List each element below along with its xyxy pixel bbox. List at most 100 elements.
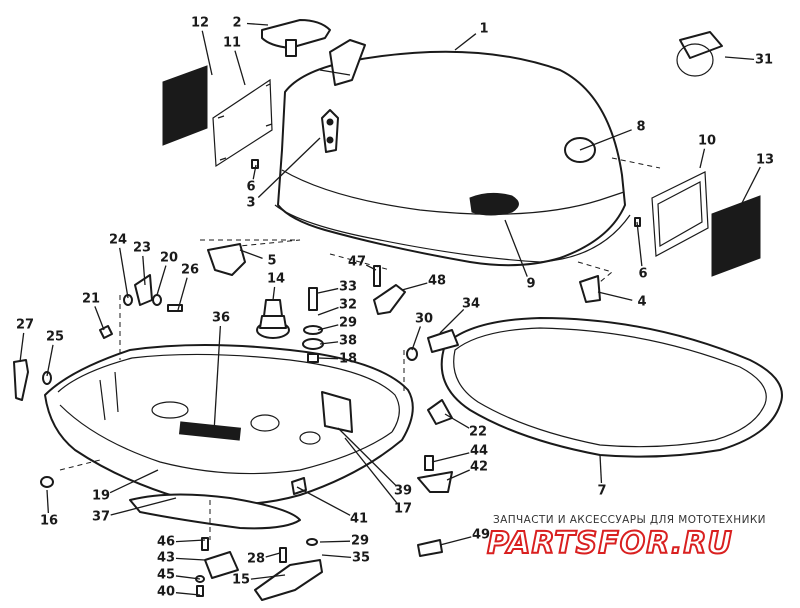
callout-number-19: 19 [92,489,110,504]
callout-leader-34 [439,309,465,334]
callout-leader-23 [142,255,146,286]
callout-leader-38 [319,341,339,345]
callout-number-29b: 29 [351,534,369,549]
callout-number-21: 21 [82,292,100,307]
callout-number-28: 28 [247,552,265,567]
engine-cover-upper [274,39,631,267]
callout-number-23: 23 [133,241,151,256]
callout-number-32: 32 [339,298,357,313]
callout-leader-2 [246,22,269,26]
callout-leader-31 [724,56,755,61]
callout-leader-5 [239,249,263,260]
callout-leader-20 [156,265,167,296]
callout-number-8: 8 [636,120,645,135]
callout-number-18: 18 [339,352,357,367]
callout-leader-7 [599,454,603,484]
callout-number-6a: 6 [246,180,255,195]
lower-cover-pan [44,344,414,506]
callout-number-27: 27 [16,318,34,333]
callout-leader-29a [317,324,339,331]
callout-number-42: 42 [470,460,488,475]
callout-leader-8 [579,129,632,151]
banner-caption: ЗАПЧАСТИ И АКСЕССУАРЫ ДЛЯ МОТОТЕХНИКИ [493,514,766,526]
callout-leader-12 [201,30,213,76]
callout-number-33: 33 [339,280,357,295]
cover-cap [261,19,331,57]
callout-labels: 1234566789101112131415161718192021222324… [16,16,774,600]
callout-leader-6b [636,221,643,267]
callout-number-7: 7 [597,484,606,499]
callout-number-35: 35 [352,551,370,566]
callout-number-34: 34 [462,297,480,312]
callout-number-29a: 29 [339,316,357,331]
callout-number-12: 12 [191,16,209,31]
grommet-stack [256,287,324,363]
callout-leader-29b [319,540,351,543]
callout-leader-48 [401,282,428,291]
callout-leader-30 [411,326,422,351]
callout-leader-45 [175,575,201,580]
side-panel-left [162,65,273,168]
callout-leader-28 [265,552,281,558]
callout-number-14: 14 [267,272,285,287]
callout-leader-49 [439,536,472,546]
callout-number-39: 39 [394,484,412,499]
callout-leader-24 [119,247,129,299]
callout-number-41: 41 [350,512,368,527]
callout-leader-26 [177,277,188,311]
callout-leader-19 [109,469,159,494]
callout-number-5: 5 [267,254,276,269]
callout-leader-11 [234,50,246,86]
callout-number-30: 30 [415,312,433,327]
callout-number-43: 43 [157,551,175,566]
callout-number-20: 20 [160,251,178,266]
callout-leader-37 [110,497,177,516]
lower-latch-plate [129,493,323,601]
callout-leader-22 [444,413,470,429]
callout-number-15: 15 [232,573,250,588]
callout-number-47: 47 [348,255,366,270]
callout-leader-47 [365,264,377,271]
callout-number-46: 46 [157,535,175,550]
callout-leader-6a [252,164,257,180]
callout-leader-35 [321,554,352,559]
callout-leader-16 [46,489,50,514]
callout-leader-46 [175,539,206,543]
assembly-guide-lines [59,157,661,540]
callout-number-2: 2 [232,16,241,31]
callout-number-17: 17 [394,502,412,517]
callout-number-10: 10 [698,134,716,149]
callout-number-1: 1 [479,22,488,37]
callout-number-49: 49 [472,528,490,543]
callout-leader-25 [46,344,54,377]
callout-leader-43 [175,557,206,561]
callout-leader-14 [272,286,276,301]
callout-leader-39 [337,427,397,486]
callout-leaders [19,22,761,596]
callout-number-6b: 6 [638,267,647,282]
callout-leader-27 [19,332,25,363]
callout-number-22: 22 [469,425,487,440]
callout-leader-44 [431,452,470,463]
callout-number-48: 48 [428,274,446,289]
callout-number-45: 45 [157,568,175,583]
callout-leader-42 [446,469,470,481]
callout-number-37: 37 [92,510,110,525]
gasket-seal [440,317,783,458]
callout-number-36: 36 [212,311,230,326]
callout-number-4: 4 [637,295,646,310]
callout-number-44: 44 [470,444,488,459]
callout-leader-33 [317,287,339,294]
callout-leader-15 [250,574,286,580]
callout-number-26: 26 [181,263,199,278]
callout-leader-32 [317,306,339,316]
callout-leader-36 [213,325,222,433]
callout-leader-13 [741,166,761,204]
callout-leader-17 [344,437,398,504]
callout-number-31: 31 [755,53,773,68]
callout-number-16: 16 [40,514,58,529]
callout-leader-1 [454,33,477,51]
callout-number-9: 9 [526,277,535,292]
